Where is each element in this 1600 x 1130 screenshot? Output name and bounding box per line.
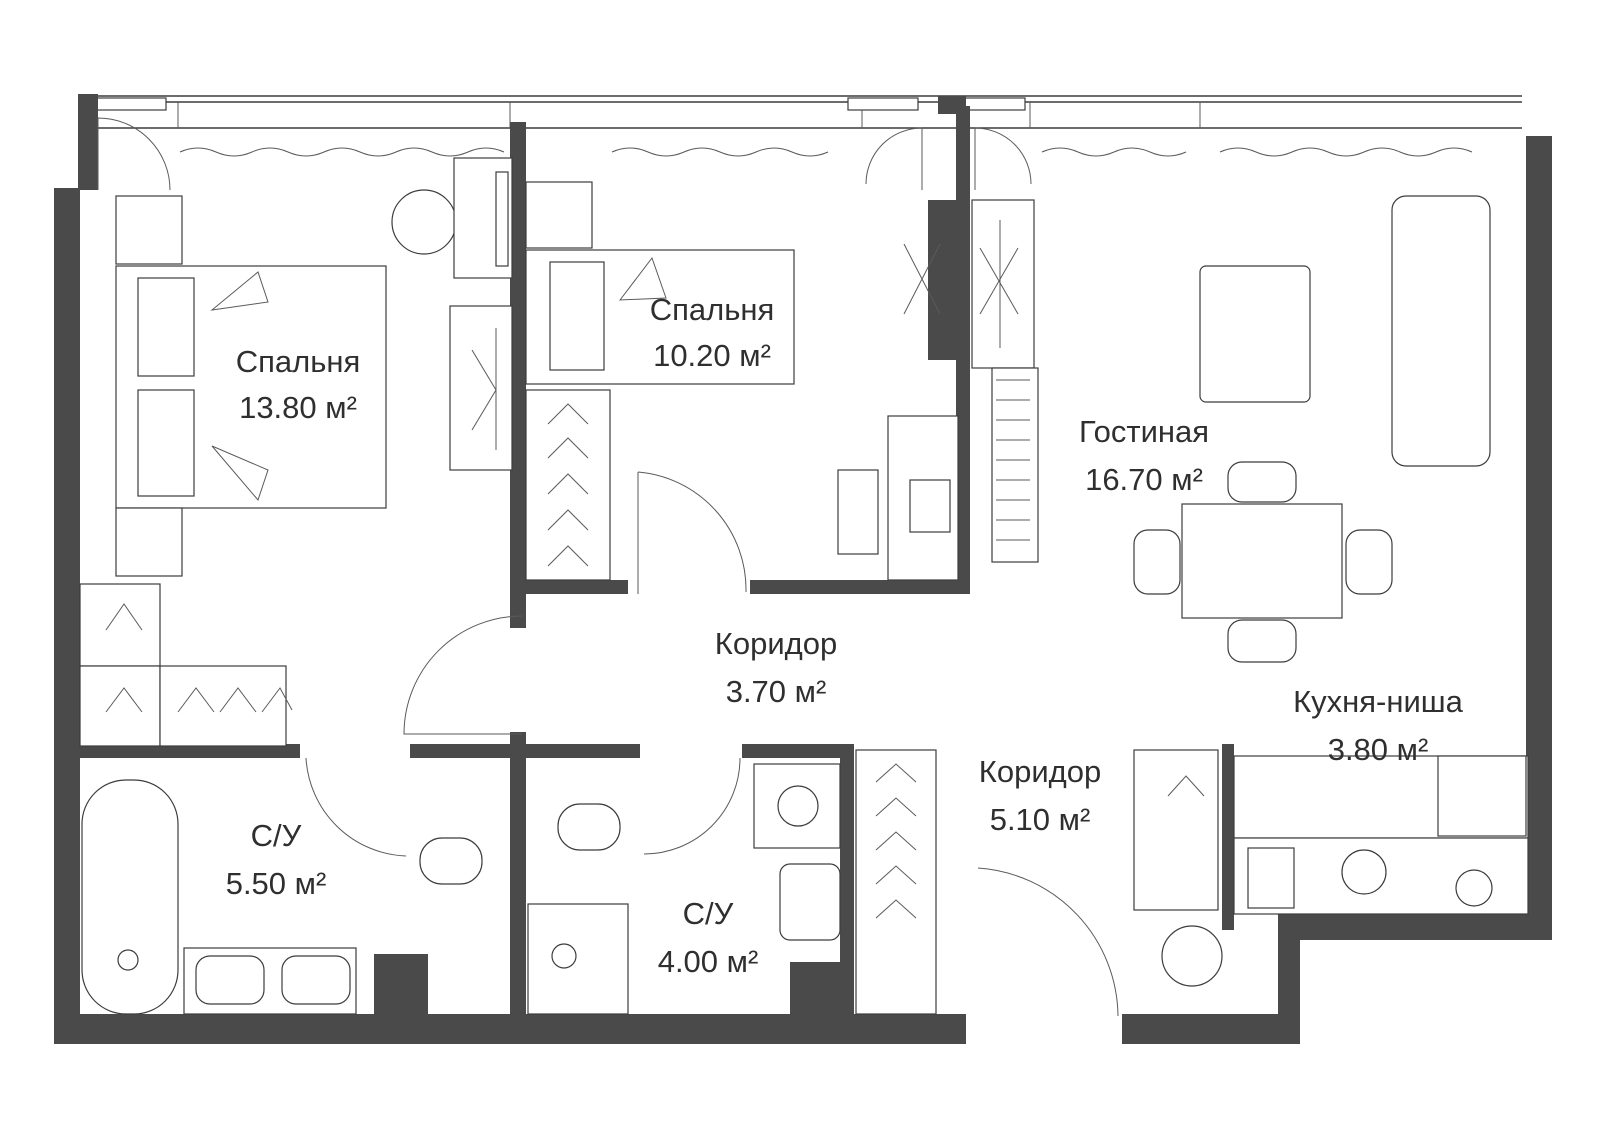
room-area-corridor-3-70: 3.70 м² [726, 674, 827, 709]
room-area-corridor-5-10: 5.10 м² [990, 802, 1091, 837]
room-name-living: Гостиная [1079, 414, 1209, 449]
doors [97, 117, 1119, 1017]
furniture [79, 157, 1529, 1015]
room-name-corridor-5-10: Коридор [979, 754, 1101, 789]
room-name-kitchen: Кухня-ниша [1293, 684, 1464, 719]
room-name-corridor-3-70: Коридор [715, 626, 837, 661]
room-area-bathroom-5-50: 5.50 м² [226, 866, 327, 901]
room-name-bathroom-4-00: С/У [683, 896, 734, 931]
room-name-bedroom-13-80: Спальня [236, 344, 361, 379]
window-strip [78, 95, 1522, 129]
room-area-bathroom-4-00: 4.00 м² [658, 944, 759, 979]
room-area-bedroom-13-80: 13.80 м² [239, 390, 357, 425]
curtains [179, 147, 1473, 157]
room-area-kitchen: 3.80 м² [1328, 732, 1429, 767]
room-area-living: 16.70 м² [1085, 462, 1203, 497]
room-name-bedroom-10-20: Спальня [650, 292, 775, 327]
room-name-bathroom-5-50: С/У [251, 818, 302, 853]
walls [54, 94, 1552, 1044]
room-area-bedroom-10-20: 10.20 м² [653, 338, 771, 373]
room-labels: Спальня 13.80 м² Спальня 10.20 м² Гостин… [226, 292, 1464, 979]
